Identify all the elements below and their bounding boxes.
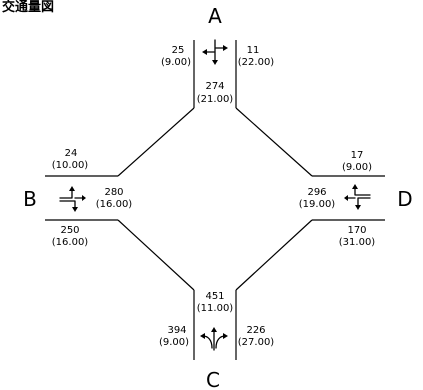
- a-center-value: 274: [205, 81, 224, 92]
- b-bottom-value: 250: [60, 225, 79, 236]
- c-right-ratio: (27.00): [238, 337, 275, 348]
- node-c-label: C: [206, 368, 220, 390]
- road-dc-edge: [235, 219, 313, 291]
- node-d-label: D: [397, 187, 412, 211]
- c-left-value: 394: [167, 325, 186, 336]
- c-center-ratio: (11.00): [197, 303, 234, 314]
- b-top-value: 24: [65, 148, 78, 159]
- a-left-ratio: (9.00): [161, 57, 191, 68]
- d-top-value: 17: [351, 150, 364, 161]
- d-mid-value: 296: [307, 187, 326, 198]
- road-ad-edge: [235, 107, 313, 177]
- d-bottom-value: 170: [347, 225, 366, 236]
- a-center-ratio: (21.00): [197, 94, 234, 105]
- d-mid-ratio: (19.00): [299, 199, 336, 210]
- c-right-value: 226: [246, 325, 265, 336]
- road-bc-edge: [117, 219, 195, 291]
- c-center-value: 451: [205, 291, 224, 302]
- c-turn-arrows-icon: [200, 327, 228, 351]
- b-turn-arrows-icon: [59, 186, 86, 212]
- b-top-ratio: (10.00): [52, 160, 89, 171]
- d-top-ratio: (9.00): [342, 162, 372, 173]
- node-a-label: A: [208, 4, 222, 28]
- b-mid-value: 280: [104, 187, 123, 198]
- diagram-header: 交通量図: [2, 0, 54, 15]
- road-ab-edge: [117, 107, 195, 177]
- c-left-ratio: (9.00): [159, 337, 189, 348]
- a-right-ratio: (22.00): [238, 57, 275, 68]
- b-mid-ratio: (16.00): [96, 199, 133, 210]
- a-turn-arrows-icon: [202, 39, 228, 65]
- d-bottom-ratio: (31.00): [339, 237, 376, 248]
- node-b-label: B: [23, 187, 37, 211]
- a-right-value: 11: [247, 45, 260, 56]
- b-bottom-ratio: (16.00): [52, 237, 89, 248]
- d-turn-arrows-icon: [344, 184, 371, 210]
- road-edges: [45, 40, 385, 360]
- a-left-value: 25: [172, 45, 185, 56]
